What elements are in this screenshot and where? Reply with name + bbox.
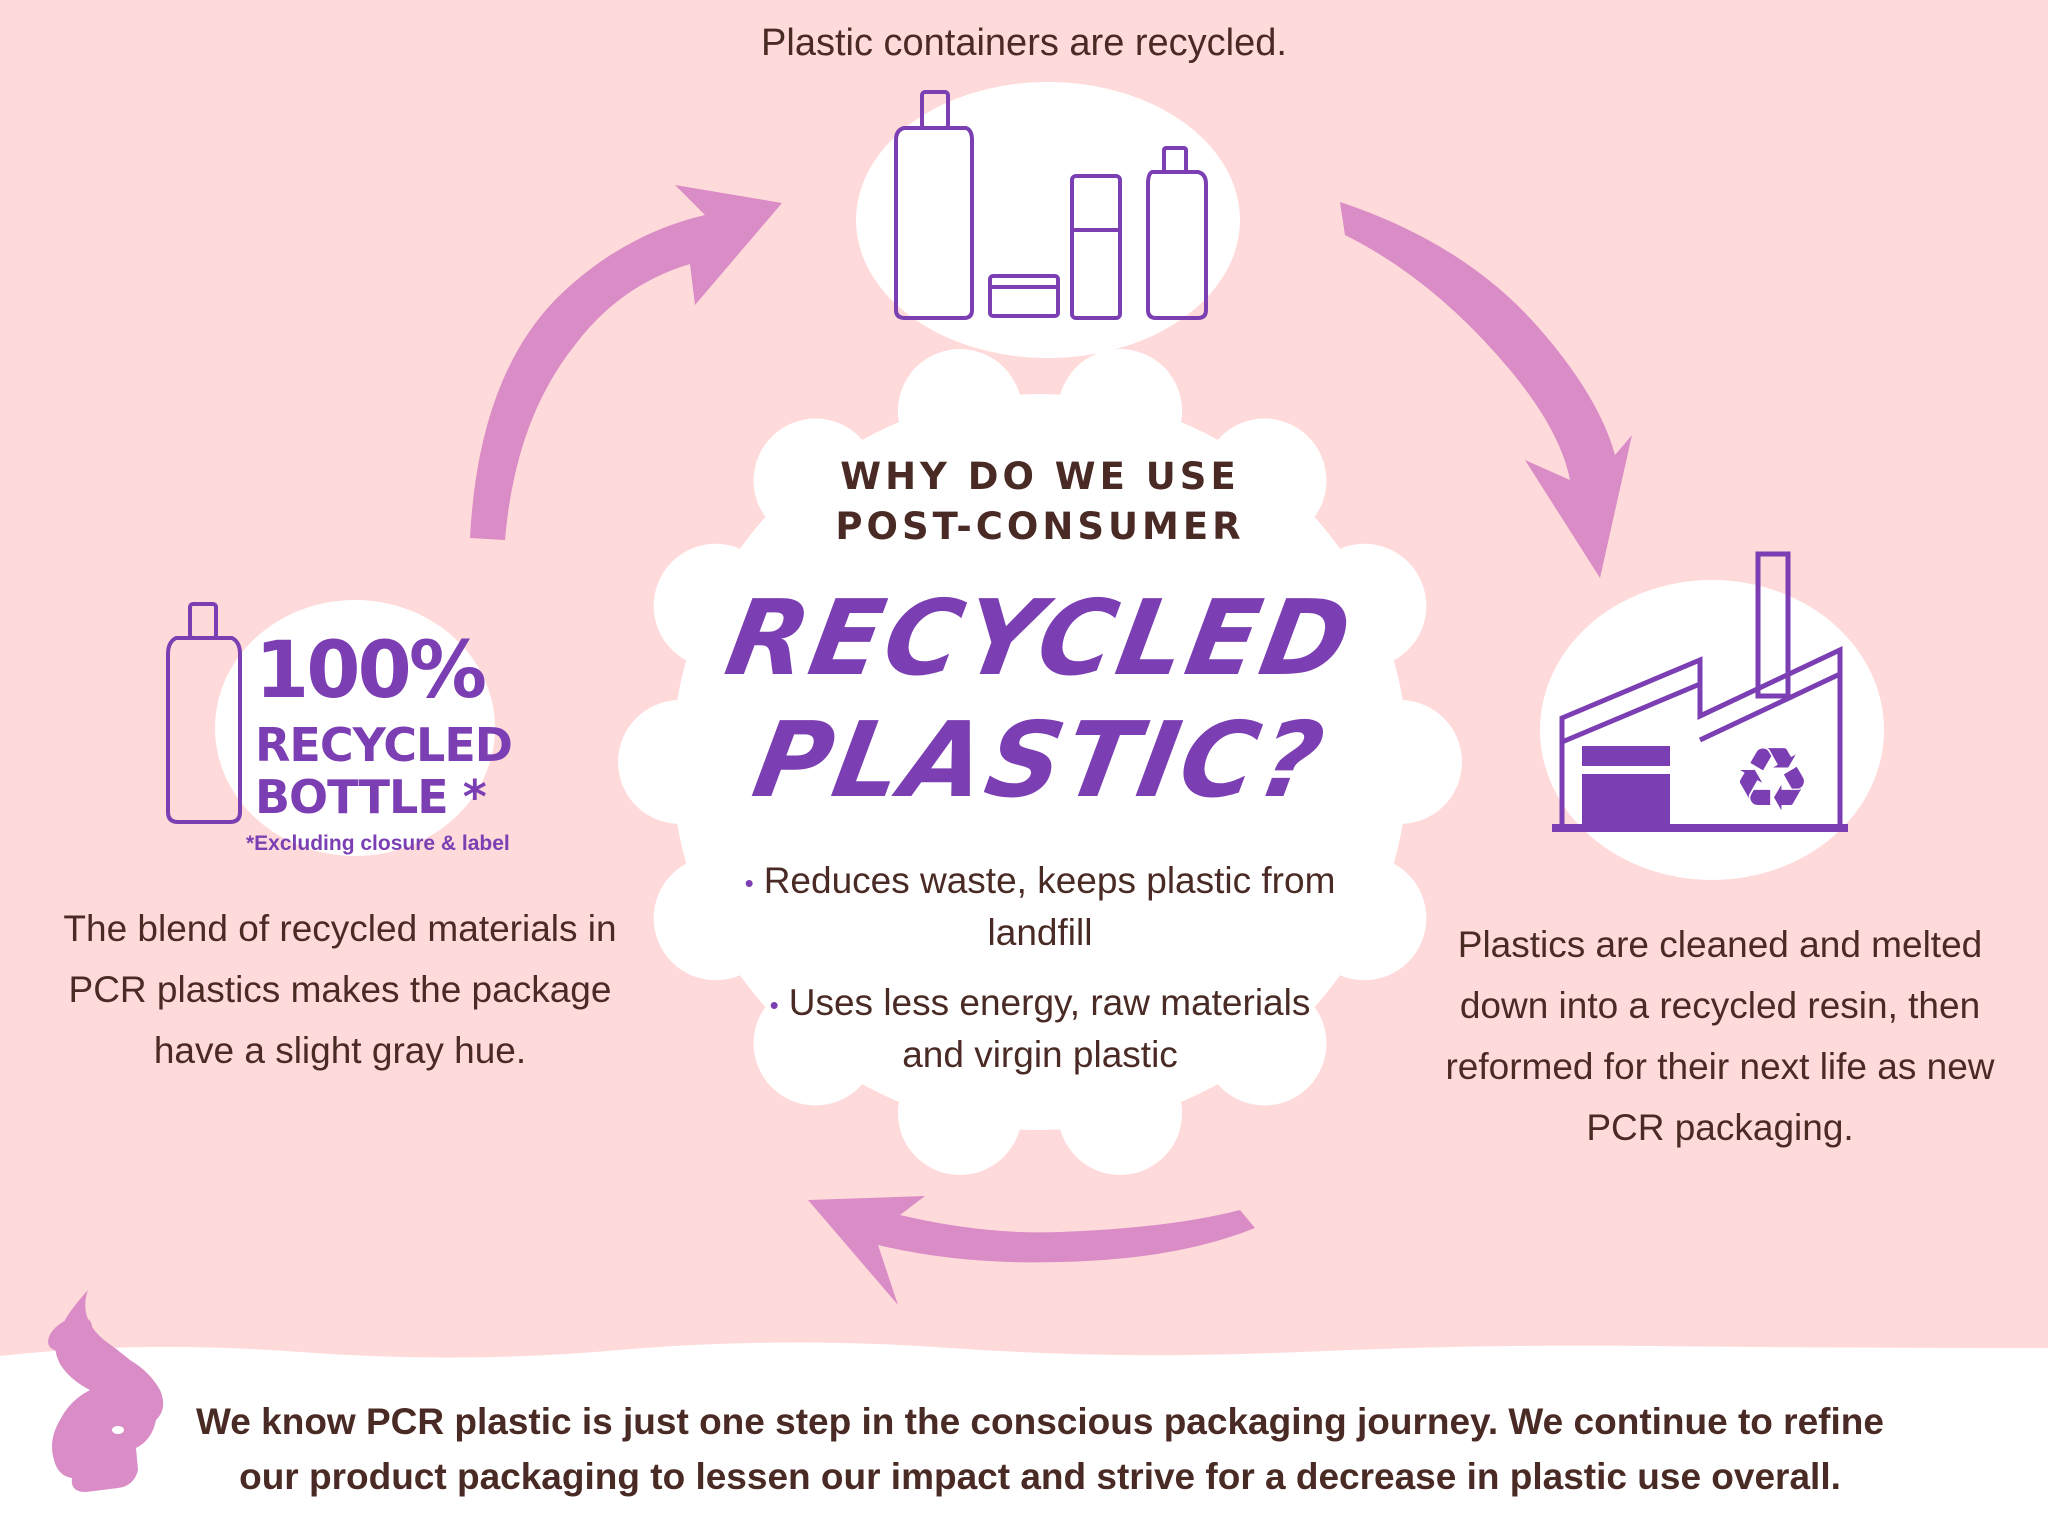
arrow-left-up — [470, 185, 782, 540]
center-badge — [618, 349, 1462, 1175]
badge-line-1: RECYCLED — [255, 718, 513, 772]
badge-percent: 100% — [255, 626, 487, 716]
footer-text: We know PCR plastic is just one step in … — [196, 1401, 1884, 1497]
recycled-bottle-icon — [166, 602, 242, 824]
badge-scallop — [618, 700, 742, 824]
kicker-line-2: POST-CONSUMER — [835, 505, 1245, 548]
badge-scallop — [1202, 981, 1327, 1106]
benefit-text: Uses less energy, raw materials and virg… — [788, 982, 1311, 1076]
benefit-item: • Reduces waste, keeps plastic from landf… — [740, 856, 1340, 958]
bullet-dot-icon: • — [769, 990, 779, 1021]
step-result-caption: The blend of recycled materials in PCR p… — [63, 908, 617, 1071]
badge-scallop — [1058, 349, 1183, 474]
arrow-top-right — [1340, 202, 1632, 578]
benefit-text: Reduces waste, keeps plastic from landfi… — [763, 860, 1336, 954]
headline-line-1: RECYCLED — [717, 577, 1363, 699]
badge-footnote: *Excluding closure & label — [246, 832, 510, 855]
headline-line-2: PLASTIC? — [745, 699, 1335, 821]
badge-line-2: BOTTLE * — [255, 770, 487, 824]
badge-scallop — [897, 349, 1022, 474]
badge-scallop — [753, 981, 878, 1106]
benefit-list: • Reduces waste, keeps plastic from landf… — [740, 856, 1340, 1100]
footer-band — [0, 1342, 2048, 1538]
arrow-bottom-left — [808, 1196, 1255, 1305]
center-kicker: WHY DO WE USE POST-CONSUMER — [640, 452, 1440, 552]
step-collect-caption: Plastic containers are recycled. — [761, 22, 1287, 64]
plastic-containers-icon — [894, 90, 1208, 320]
badge-scallop — [1202, 418, 1327, 543]
badge-scallop — [653, 856, 778, 981]
bottle-backdrop — [215, 600, 495, 856]
benefit-item: • Uses less energy, raw materials and vir… — [740, 978, 1340, 1080]
step-process-caption: Plastics are cleaned and melted down int… — [1445, 924, 1995, 1148]
bullet-dot-icon: • — [744, 868, 754, 899]
containers-backdrop — [856, 82, 1240, 358]
badge-scallop — [753, 418, 878, 543]
badge-scallop — [1058, 1050, 1183, 1175]
badge-scallop — [1338, 700, 1462, 824]
cycle-arrows — [470, 185, 1632, 1305]
recycling-factory-icon: ♻ — [1552, 551, 1848, 832]
badge-scallop — [1302, 856, 1427, 981]
badge-scallop — [653, 543, 778, 668]
kicker-line-1: WHY DO WE USE — [840, 455, 1240, 498]
bunny-icon — [48, 1290, 164, 1492]
badge-scallop — [1302, 543, 1427, 668]
badge-scallop — [897, 1050, 1022, 1175]
recycle-symbol-icon: ♻ — [1733, 728, 1812, 831]
